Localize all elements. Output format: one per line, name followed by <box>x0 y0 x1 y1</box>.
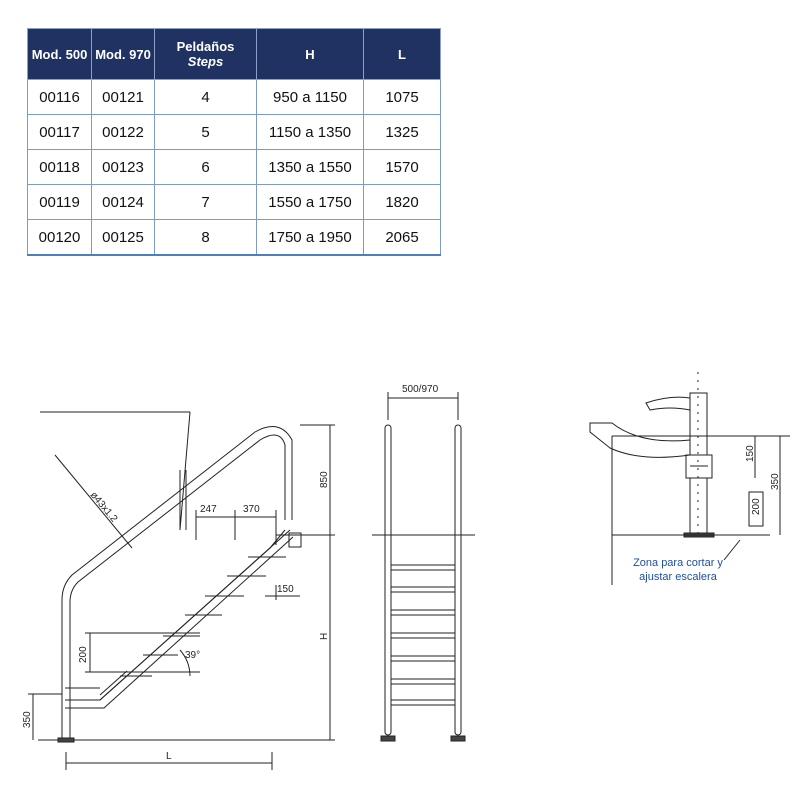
cell: 2065 <box>363 219 441 256</box>
cell: 950 a 1150 <box>256 79 364 115</box>
cell: 00119 <box>27 184 92 220</box>
dim-angle: 39° <box>185 650 200 661</box>
dim-247: 247 <box>200 504 217 515</box>
note-line-2: ajustar escalera <box>639 571 717 583</box>
cell: 00118 <box>27 149 92 185</box>
table-row: 00116 00121 4 950 a 1150 1075 <box>27 79 441 115</box>
dim-width: 500/970 <box>402 384 439 395</box>
cell: 00125 <box>91 219 155 256</box>
cell: 5 <box>154 114 257 150</box>
detail-dim-350: 350 <box>770 473 781 490</box>
table-row: 00118 00123 6 1350 a 1550 1570 <box>27 149 441 185</box>
dim-200: 200 <box>78 646 89 663</box>
cell: 1350 a 1550 <box>256 149 364 185</box>
table-row: 00117 00122 5 1150 a 1350 1325 <box>27 114 441 150</box>
cell: 1075 <box>363 79 441 115</box>
cell: 1820 <box>363 184 441 220</box>
cell: 1550 a 1750 <box>256 184 364 220</box>
cell: 4 <box>154 79 257 115</box>
dim-h: H <box>319 633 330 640</box>
cut-zone-note: Zona para cortar y ajustar escalera <box>618 556 738 584</box>
header-l: L <box>363 28 441 80</box>
cell: 00117 <box>27 114 92 150</box>
detail-dim-200: 200 <box>751 498 762 515</box>
cell: 1570 <box>363 149 441 185</box>
dim-350: 350 <box>22 711 33 728</box>
dim-150: 150 <box>277 584 294 595</box>
cell: 00120 <box>27 219 92 256</box>
header-h: H <box>256 28 364 80</box>
cell: 00124 <box>91 184 155 220</box>
cell: 6 <box>154 149 257 185</box>
table-row: 00120 00125 8 1750 a 1950 2065 <box>27 219 441 256</box>
dim-370: 370 <box>243 504 260 515</box>
detail-dim-150: 150 <box>745 445 756 462</box>
dim-850: 850 <box>319 471 330 488</box>
cell: 1750 a 1950 <box>256 219 364 256</box>
cell: 1150 a 1350 <box>256 114 364 150</box>
cell: 7 <box>154 184 257 220</box>
table-row: 00119 00124 7 1550 a 1750 1820 <box>27 184 441 220</box>
header-mod500: Mod. 500 <box>27 28 92 80</box>
dim-l: L <box>166 751 172 762</box>
note-line-1: Zona para cortar y <box>633 557 723 569</box>
cell: 8 <box>154 219 257 256</box>
cell: 00122 <box>91 114 155 150</box>
